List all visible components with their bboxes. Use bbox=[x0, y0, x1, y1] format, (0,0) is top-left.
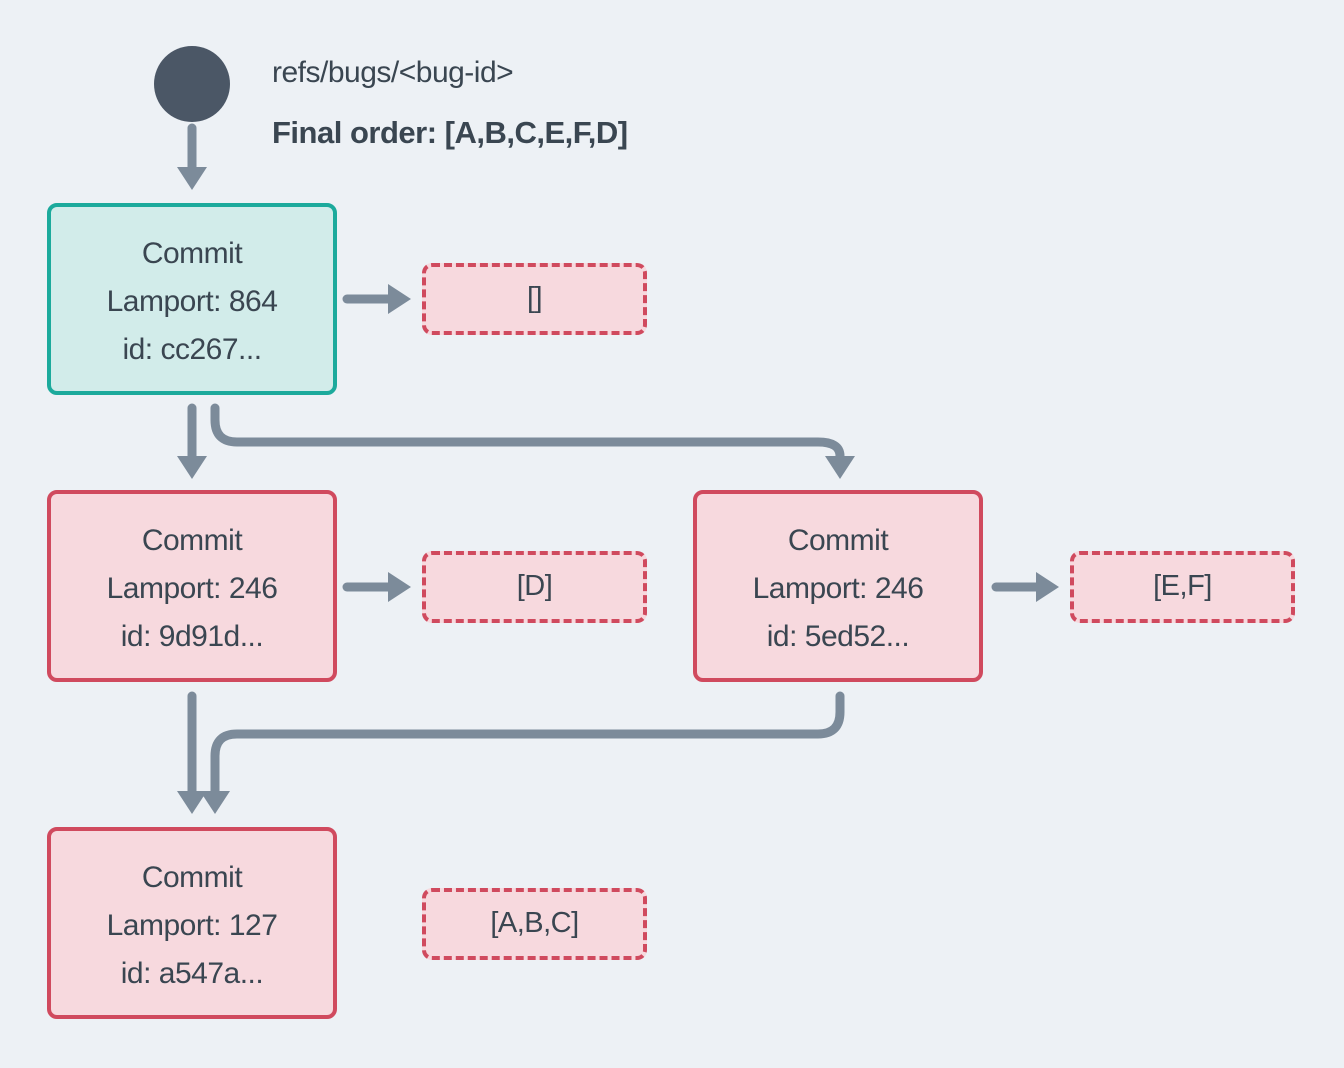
commit-id: id: 9d91d... bbox=[120, 620, 264, 653]
edge-root-to-ops bbox=[342, 284, 411, 314]
commit-node-bottom: Commit Lamport: 127 id: a547a... bbox=[47, 827, 337, 1019]
edge-left-to-ops bbox=[342, 572, 411, 602]
ref-name-label: refs/bugs/<bug-id> bbox=[272, 56, 514, 89]
commit-node-root: Commit Lamport: 864 id: cc267... bbox=[47, 203, 337, 395]
operations-box-bottom: [A,B,C] bbox=[422, 888, 647, 960]
commit-id: id: cc267... bbox=[122, 333, 262, 366]
operations-box-root: [] bbox=[422, 263, 647, 335]
edge-root-to-left bbox=[177, 403, 207, 479]
commit-lamport: Lamport: 127 bbox=[106, 909, 278, 942]
edge-root-to-right bbox=[210, 403, 855, 479]
edge-right-to-ops bbox=[991, 572, 1059, 602]
commit-title: Commit bbox=[141, 861, 243, 894]
commit-lamport: Lamport: 864 bbox=[106, 285, 278, 318]
edge-left-to-bottom bbox=[177, 691, 207, 814]
final-order-label: Final order: [A,B,C,E,F,D] bbox=[272, 115, 628, 150]
commit-title: Commit bbox=[141, 237, 243, 270]
commit-id: id: a547a... bbox=[120, 957, 264, 990]
edge-ref-to-root bbox=[177, 123, 207, 190]
commit-lamport: Lamport: 246 bbox=[752, 572, 924, 605]
commit-lamport: Lamport: 246 bbox=[106, 572, 278, 605]
commit-node-right: Commit Lamport: 246 id: 5ed52... bbox=[693, 490, 983, 682]
commit-title: Commit bbox=[787, 524, 889, 557]
operations-box-right: [E,F] bbox=[1070, 551, 1295, 623]
commit-title: Commit bbox=[141, 524, 243, 557]
commit-id: id: 5ed52... bbox=[766, 620, 910, 653]
edge-right-to-bottom bbox=[200, 691, 845, 814]
operations-box-left: [D] bbox=[422, 551, 647, 623]
commit-node-left: Commit Lamport: 246 id: 9d91d... bbox=[47, 490, 337, 682]
ref-node-circle bbox=[154, 46, 230, 122]
